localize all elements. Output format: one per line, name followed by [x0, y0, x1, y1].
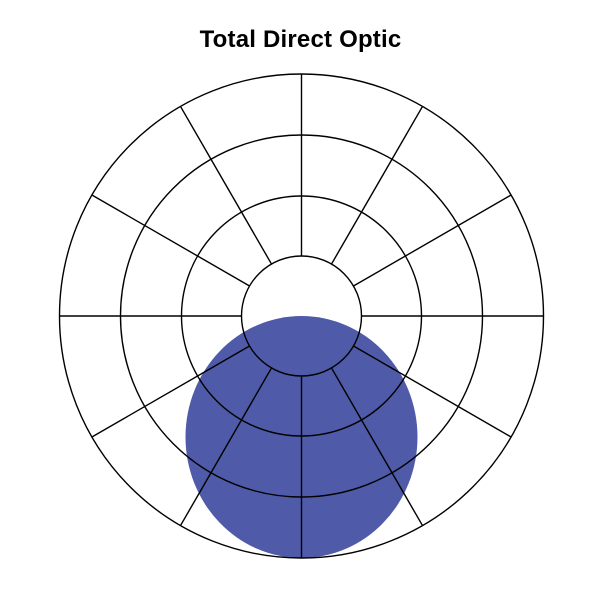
- grid-spoke-30: [353, 345, 512, 438]
- grid-spoke-330: [353, 194, 512, 287]
- grid-spoke-210: [91, 194, 250, 287]
- grid-spoke-120: [179, 367, 273, 526]
- grid-spoke-240: [179, 106, 273, 265]
- grid-spoke-150: [91, 345, 250, 438]
- diagram-title: Total Direct Optic: [199, 26, 402, 53]
- grid-spoke-300: [330, 106, 424, 265]
- grid-spoke-60: [330, 367, 424, 526]
- polar-grid: [58, 73, 545, 559]
